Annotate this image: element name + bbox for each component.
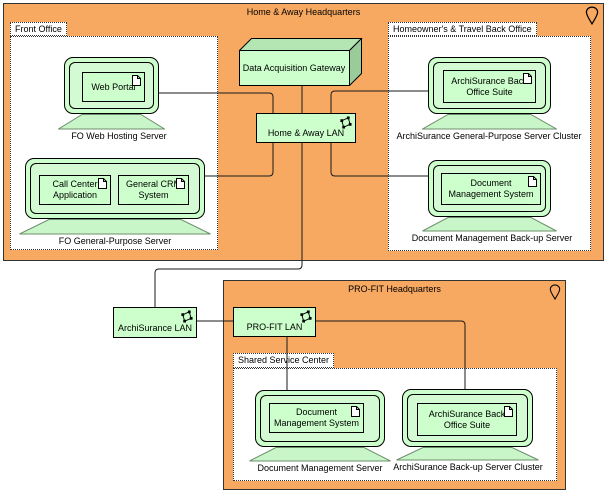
app-call-center-application[interactable]: Call Center Application: [39, 175, 111, 205]
device-archisurance-backup-server-cluster[interactable]: ArchiSurance Back Office Suite: [402, 389, 533, 447]
group-homeowners-travel-back-office-tab[interactable]: Homeowner's & Travel Back Office: [388, 22, 537, 36]
device-stand: [422, 114, 557, 130]
device-stand: [422, 217, 557, 232]
location-pin-icon: [585, 6, 599, 25]
device-stand: [249, 447, 391, 462]
network-label: ArchiSurance LAN: [117, 323, 193, 333]
app-web-portal[interactable]: Web Portal: [82, 72, 145, 102]
app-label: ArchiSurance Back Office Suite: [428, 408, 506, 430]
network-home-away-lan[interactable]: Home & Away LAN: [256, 113, 356, 143]
group-shared-service-center-tab[interactable]: Shared Service Center: [233, 353, 335, 368]
device-stand: [58, 114, 165, 130]
device-archisurance-general-purpose-server-cluster[interactable]: ArchiSurance Back Office Suite: [428, 57, 551, 114]
app-document-management-system[interactable]: Document Management System: [269, 403, 364, 433]
node-data-acquisition-gateway-label: Data Acquisition Gateway: [242, 62, 346, 73]
group-front-office-tab[interactable]: Front Office: [10, 22, 67, 36]
network-pro-fit-lan[interactable]: PRO-FIT LAN: [233, 307, 316, 337]
location-title: PRO-FIT Headquarters: [348, 284, 441, 294]
wire-webportal-to-lan: [159, 92, 274, 113]
device-document-management-backup-server[interactable]: Document Management System: [428, 160, 551, 217]
wire-lan-to-archisurancelan: [154, 143, 303, 307]
app-document-management-system[interactable]: Document Management System: [441, 173, 541, 205]
device-label-fo-web-hosting-server: FO Web Hosting Server: [71, 131, 167, 141]
wire-lan-to-docbackup: [330, 143, 428, 177]
location-pin-icon: [549, 284, 561, 300]
artifact-icon: [176, 178, 185, 189]
wire-cluster-to-lan: [330, 90, 428, 113]
artifact-icon: [528, 176, 537, 187]
network-archisurance-lan[interactable]: ArchiSurance LAN: [113, 307, 197, 338]
app-label: ArchiSurance Back Office Suite: [451, 75, 528, 97]
device-label-archisurance-backup-server-cluster: ArchiSurance Back-up Server Cluster: [393, 462, 543, 472]
artifact-icon: [523, 73, 532, 84]
network-label: Home & Away LAN: [267, 128, 345, 138]
artifact-icon: [351, 406, 360, 417]
wire-lan-to-fogeneral: [205, 143, 274, 177]
device-label-archisurance-general-purpose-server-cluster: ArchiSurance General-Purpose Server Clus…: [396, 131, 582, 141]
device-label-document-management-server: Document Management Server: [257, 463, 383, 473]
app-archisurance-back-office-suite[interactable]: ArchiSurance Back Office Suite: [417, 403, 517, 436]
device-fo-general-purpose-server[interactable]: Call Center Application General CRM Syst…: [25, 158, 205, 219]
device-stand: [396, 447, 539, 461]
app-archisurance-back-office-suite[interactable]: ArchiSurance Back Office Suite: [443, 70, 536, 103]
app-label: Document Management System: [273, 407, 360, 428]
device-fo-web-hosting-server[interactable]: Web Portal: [64, 57, 159, 114]
location-title: Home & Away Headquarters: [246, 7, 361, 17]
artifact-icon: [98, 178, 107, 189]
network-icon: [300, 310, 312, 323]
device-label-fo-general-purpose-server: FO General-Purpose Server: [58, 236, 172, 246]
app-label: Call Center Application: [52, 179, 98, 200]
device-document-management-server[interactable]: Document Management System: [255, 390, 385, 447]
app-general-crm-system[interactable]: General CRM System: [118, 175, 189, 205]
app-label: General CRM System: [125, 179, 181, 200]
app-label: Document Management System: [448, 178, 534, 199]
device-label-document-management-backup-server: Document Management Back-up Server: [411, 233, 573, 243]
artifact-icon: [132, 75, 141, 86]
network-icon: [340, 116, 352, 129]
device-stand: [19, 219, 211, 235]
node-data-acquisition-gateway-shape[interactable]: [239, 38, 363, 86]
app-label: Web Portal: [91, 81, 136, 92]
wire-profitlan-to-backupcluster: [316, 320, 466, 389]
artifact-icon: [504, 406, 513, 417]
network-label: PRO-FIT LAN: [246, 322, 303, 332]
network-icon: [181, 310, 193, 323]
